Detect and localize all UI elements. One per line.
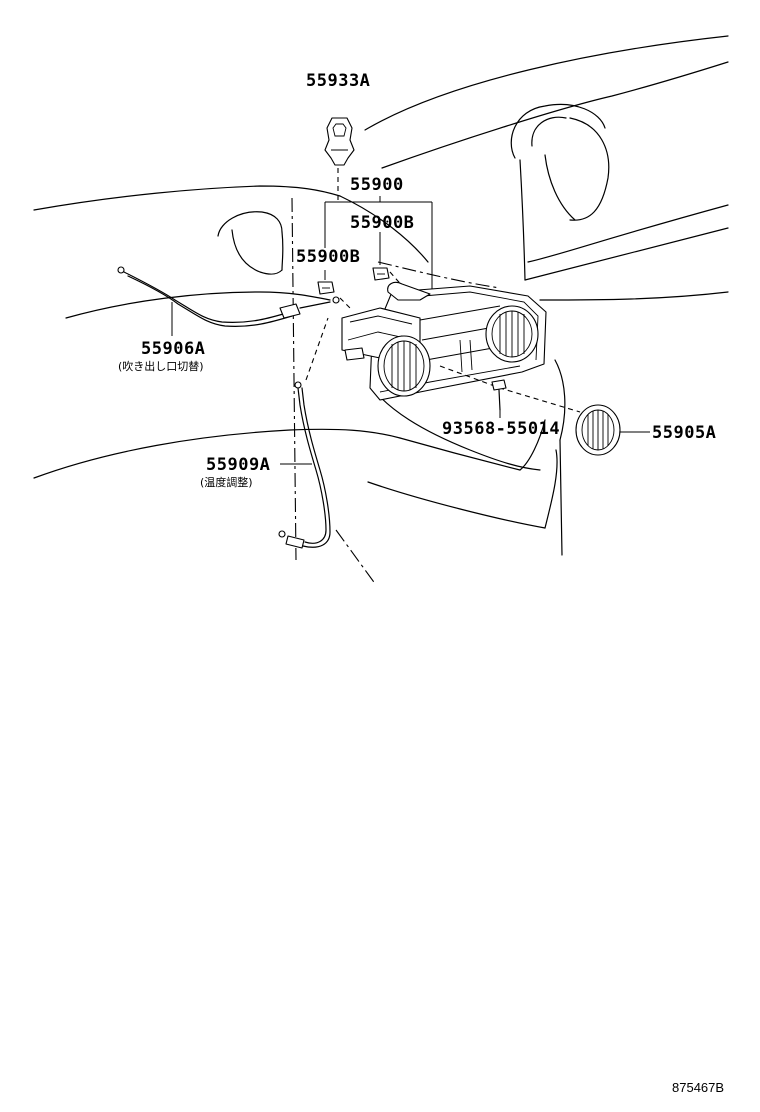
- knob-left[interactable]: [377, 335, 431, 397]
- heater-control-assembly-55900[interactable]: [341, 281, 547, 401]
- label-55906A-note: (吹き出し口切替): [118, 359, 204, 373]
- knob-55905A[interactable]: [575, 404, 621, 456]
- cable-guide-55909A: [305, 317, 329, 381]
- label-55900B-left: 55900B: [296, 247, 360, 267]
- bracket-55900: [324, 196, 433, 290]
- label-93568-55014: 93568-55014: [442, 419, 560, 439]
- center-line-lower: [335, 529, 377, 586]
- screw-93568-55014[interactable]: [491, 379, 507, 411]
- screw-guide: [389, 271, 405, 289]
- knob-right[interactable]: [485, 305, 539, 363]
- screw-55900B-right[interactable]: [372, 267, 390, 281]
- cable-guide-55906A: [339, 297, 351, 309]
- dashboard-outline: [33, 35, 729, 556]
- label-55909A-note: (温度調整): [200, 475, 253, 489]
- label-55905A: 55905A: [652, 423, 716, 443]
- label-55909A: 55909A: [206, 455, 270, 475]
- screw-55900B-left[interactable]: [317, 281, 335, 295]
- cable-55906A[interactable]: [117, 266, 340, 327]
- knob-guide-line: [439, 365, 581, 413]
- label-55900: 55900: [350, 175, 404, 195]
- label-55933A: 55933A: [306, 71, 370, 91]
- cable-55909A[interactable]: [278, 381, 331, 549]
- label-55906A: 55906A: [141, 339, 205, 359]
- drawing-reference-number: 875467B: [672, 1080, 724, 1095]
- center-line: [291, 197, 297, 561]
- clip-55933A[interactable]: [324, 117, 355, 166]
- label-55900B-right: 55900B: [350, 213, 414, 233]
